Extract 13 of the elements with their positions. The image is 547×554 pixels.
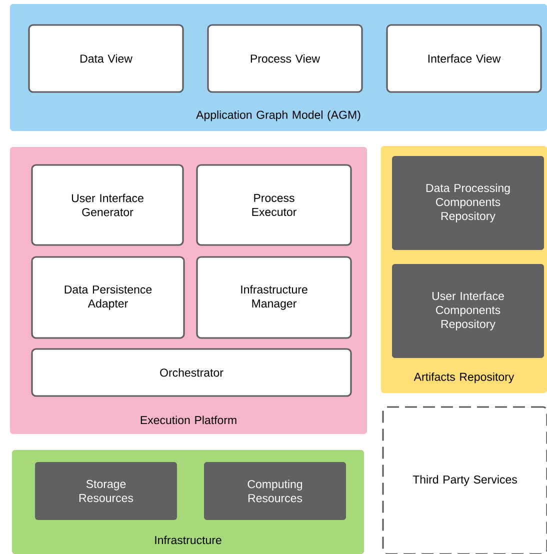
component-box: Data View: [28, 24, 184, 93]
dashed-box: Third Party Services: [382, 406, 547, 554]
component-box: Infrastructure Manager: [196, 256, 352, 339]
component-box: Process Executor: [196, 164, 352, 246]
component-box: Computing Resources: [204, 462, 346, 520]
component-box: Storage Resources: [35, 462, 177, 520]
component-box: Orchestrator: [31, 348, 352, 397]
component-box: Interface View: [386, 24, 542, 93]
component-box: Data Persistence Adapter: [31, 256, 185, 339]
component-box: User Interface Generator: [31, 164, 184, 246]
component-box: User Interface Components Repository: [392, 264, 544, 358]
component-box: Data Processing Components Repository: [392, 156, 544, 250]
component-box: Process View: [207, 24, 363, 93]
